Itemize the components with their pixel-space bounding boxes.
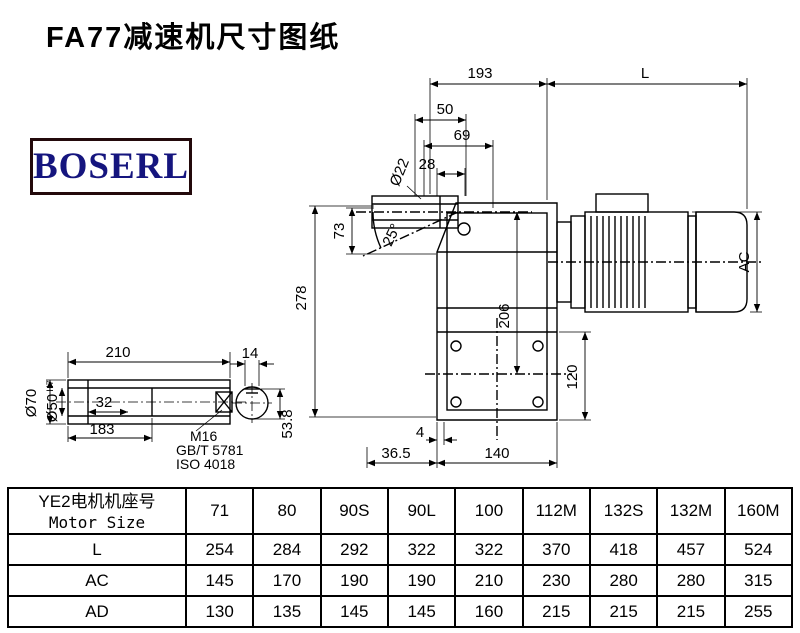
cell: 145: [184, 564, 255, 597]
dim-193-label: 193: [467, 65, 492, 82]
logo-text: BOSERL: [32, 146, 190, 187]
dim-14-label: 14: [242, 345, 259, 362]
col-header-160m: 160M: [723, 487, 794, 535]
cell: 130: [184, 595, 255, 628]
cell: 190: [386, 564, 457, 597]
shaft-section-view: 14 53.8: [230, 345, 296, 439]
thread-standard-gb-label: GB/T 5781: [176, 442, 244, 458]
col-header-71: 71: [184, 487, 255, 535]
motor-cooling-fins: [590, 216, 646, 308]
boserl-logo: BOSERL: [30, 138, 192, 195]
dim-140-label: 140: [484, 445, 509, 462]
cell: 370: [521, 533, 591, 566]
col-header-132m: 132M: [656, 487, 726, 535]
cell: 210: [454, 564, 524, 597]
dim-l-label: L: [641, 65, 649, 82]
dim-36-5-label: 36.5: [381, 445, 410, 462]
cell: 255: [723, 595, 794, 628]
motor-side-view: [548, 193, 764, 313]
dim-120-label: 120: [564, 364, 581, 389]
table-row-l: L 254 284 292 322 322 370 418 457 524: [7, 533, 794, 566]
cell: 280: [588, 564, 659, 597]
cell: 145: [386, 595, 457, 628]
technical-drawing: 193 L 50 69 28 Ø22 73 278 25°: [23, 65, 764, 472]
col-header-112m: 112M: [521, 487, 591, 535]
dim-183-label: 183: [89, 421, 114, 438]
dia-50-tolerance-label: H7: [45, 380, 55, 392]
cell: 315: [723, 564, 794, 597]
cell: 280: [656, 564, 726, 597]
table-row-ac: AC 145 170 190 190 210 230 280 280 315: [7, 564, 794, 597]
shaft-body: [67, 379, 231, 425]
dim-ac-label: AC: [736, 251, 753, 272]
cell: 160: [454, 595, 524, 628]
dim-278-label: 278: [293, 285, 310, 310]
dim-73-label: 73: [331, 223, 348, 240]
angle-25-label: 25°: [379, 221, 404, 249]
cell: 190: [319, 564, 389, 597]
cell: 254: [184, 533, 255, 566]
header-en: Motor Size: [48, 513, 146, 532]
motor-body: [584, 211, 689, 313]
col-header-90s: 90S: [319, 487, 389, 535]
row-label: AD: [7, 595, 187, 628]
cell: 230: [521, 564, 591, 597]
dim-28-label: 28: [419, 156, 436, 173]
dia-70-label: Ø70: [23, 389, 40, 417]
cell: 322: [386, 533, 457, 566]
cell: 215: [521, 595, 591, 628]
table-header-row: YE2电机机座号 Motor Size 71 80 90S 90L 100 11…: [7, 487, 794, 535]
motor-fan-cover: [695, 211, 748, 313]
dia-22-label: Ø22: [387, 156, 413, 189]
upper-bolt-hole: [457, 222, 471, 236]
col-header-90l: 90L: [386, 487, 457, 535]
gearbox-front-view: [356, 195, 572, 440]
cell: 215: [588, 595, 659, 628]
row-label: L: [7, 533, 187, 566]
flange-bolt-hole: [450, 340, 462, 352]
dia-50-label: Ø50: [44, 394, 61, 422]
dim-4-label: 4: [416, 424, 424, 441]
flange-bolt-hole: [532, 340, 544, 352]
output-shaft-detail: 210 Ø70 Ø50 H7 32 183 M16 GB/T 5781 ISO …: [23, 344, 246, 472]
cell: 284: [252, 533, 322, 566]
dim-210-label: 210: [105, 344, 130, 361]
cell: 170: [252, 564, 322, 597]
dim-32-label: 32: [96, 394, 113, 411]
thread-standard-iso-label: ISO 4018: [176, 456, 235, 472]
dim-69-label: 69: [454, 127, 471, 144]
dim-206-label: 206: [496, 303, 513, 328]
row-label: AC: [7, 564, 187, 597]
cell: 418: [588, 533, 659, 566]
cell: 135: [252, 595, 322, 628]
gearbox-housing: [436, 202, 558, 421]
spec-table: YE2电机机座号 Motor Size 71 80 90S 90L 100 11…: [7, 487, 794, 628]
col-header-132s: 132S: [588, 487, 659, 535]
dim-53-8-label: 53.8: [279, 409, 296, 438]
flange-bolt-hole: [532, 396, 544, 408]
motor-terminal-box: [595, 193, 649, 213]
cell: 292: [319, 533, 389, 566]
cell: 215: [656, 595, 726, 628]
cell: 145: [319, 595, 389, 628]
flange-bolt-hole: [450, 396, 462, 408]
page-title: FA77减速机尺寸图纸: [46, 22, 341, 54]
cell: 524: [723, 533, 794, 566]
header-cn: YE2电机机座号: [38, 492, 156, 511]
col-header-80: 80: [252, 487, 322, 535]
table-row-ad: AD 130 135 145 145 160 215 215 215 255: [7, 595, 794, 628]
thread-m16-label: M16: [190, 428, 217, 444]
cell: 457: [656, 533, 726, 566]
cell: 322: [454, 533, 524, 566]
dim-50-label: 50: [437, 101, 454, 118]
col-header-100: 100: [454, 487, 524, 535]
dimension-annotations: 193 L 50 69 28 Ø22 73 278 25°: [293, 65, 762, 468]
motor-size-header-cell: YE2电机机座号 Motor Size: [7, 487, 187, 535]
